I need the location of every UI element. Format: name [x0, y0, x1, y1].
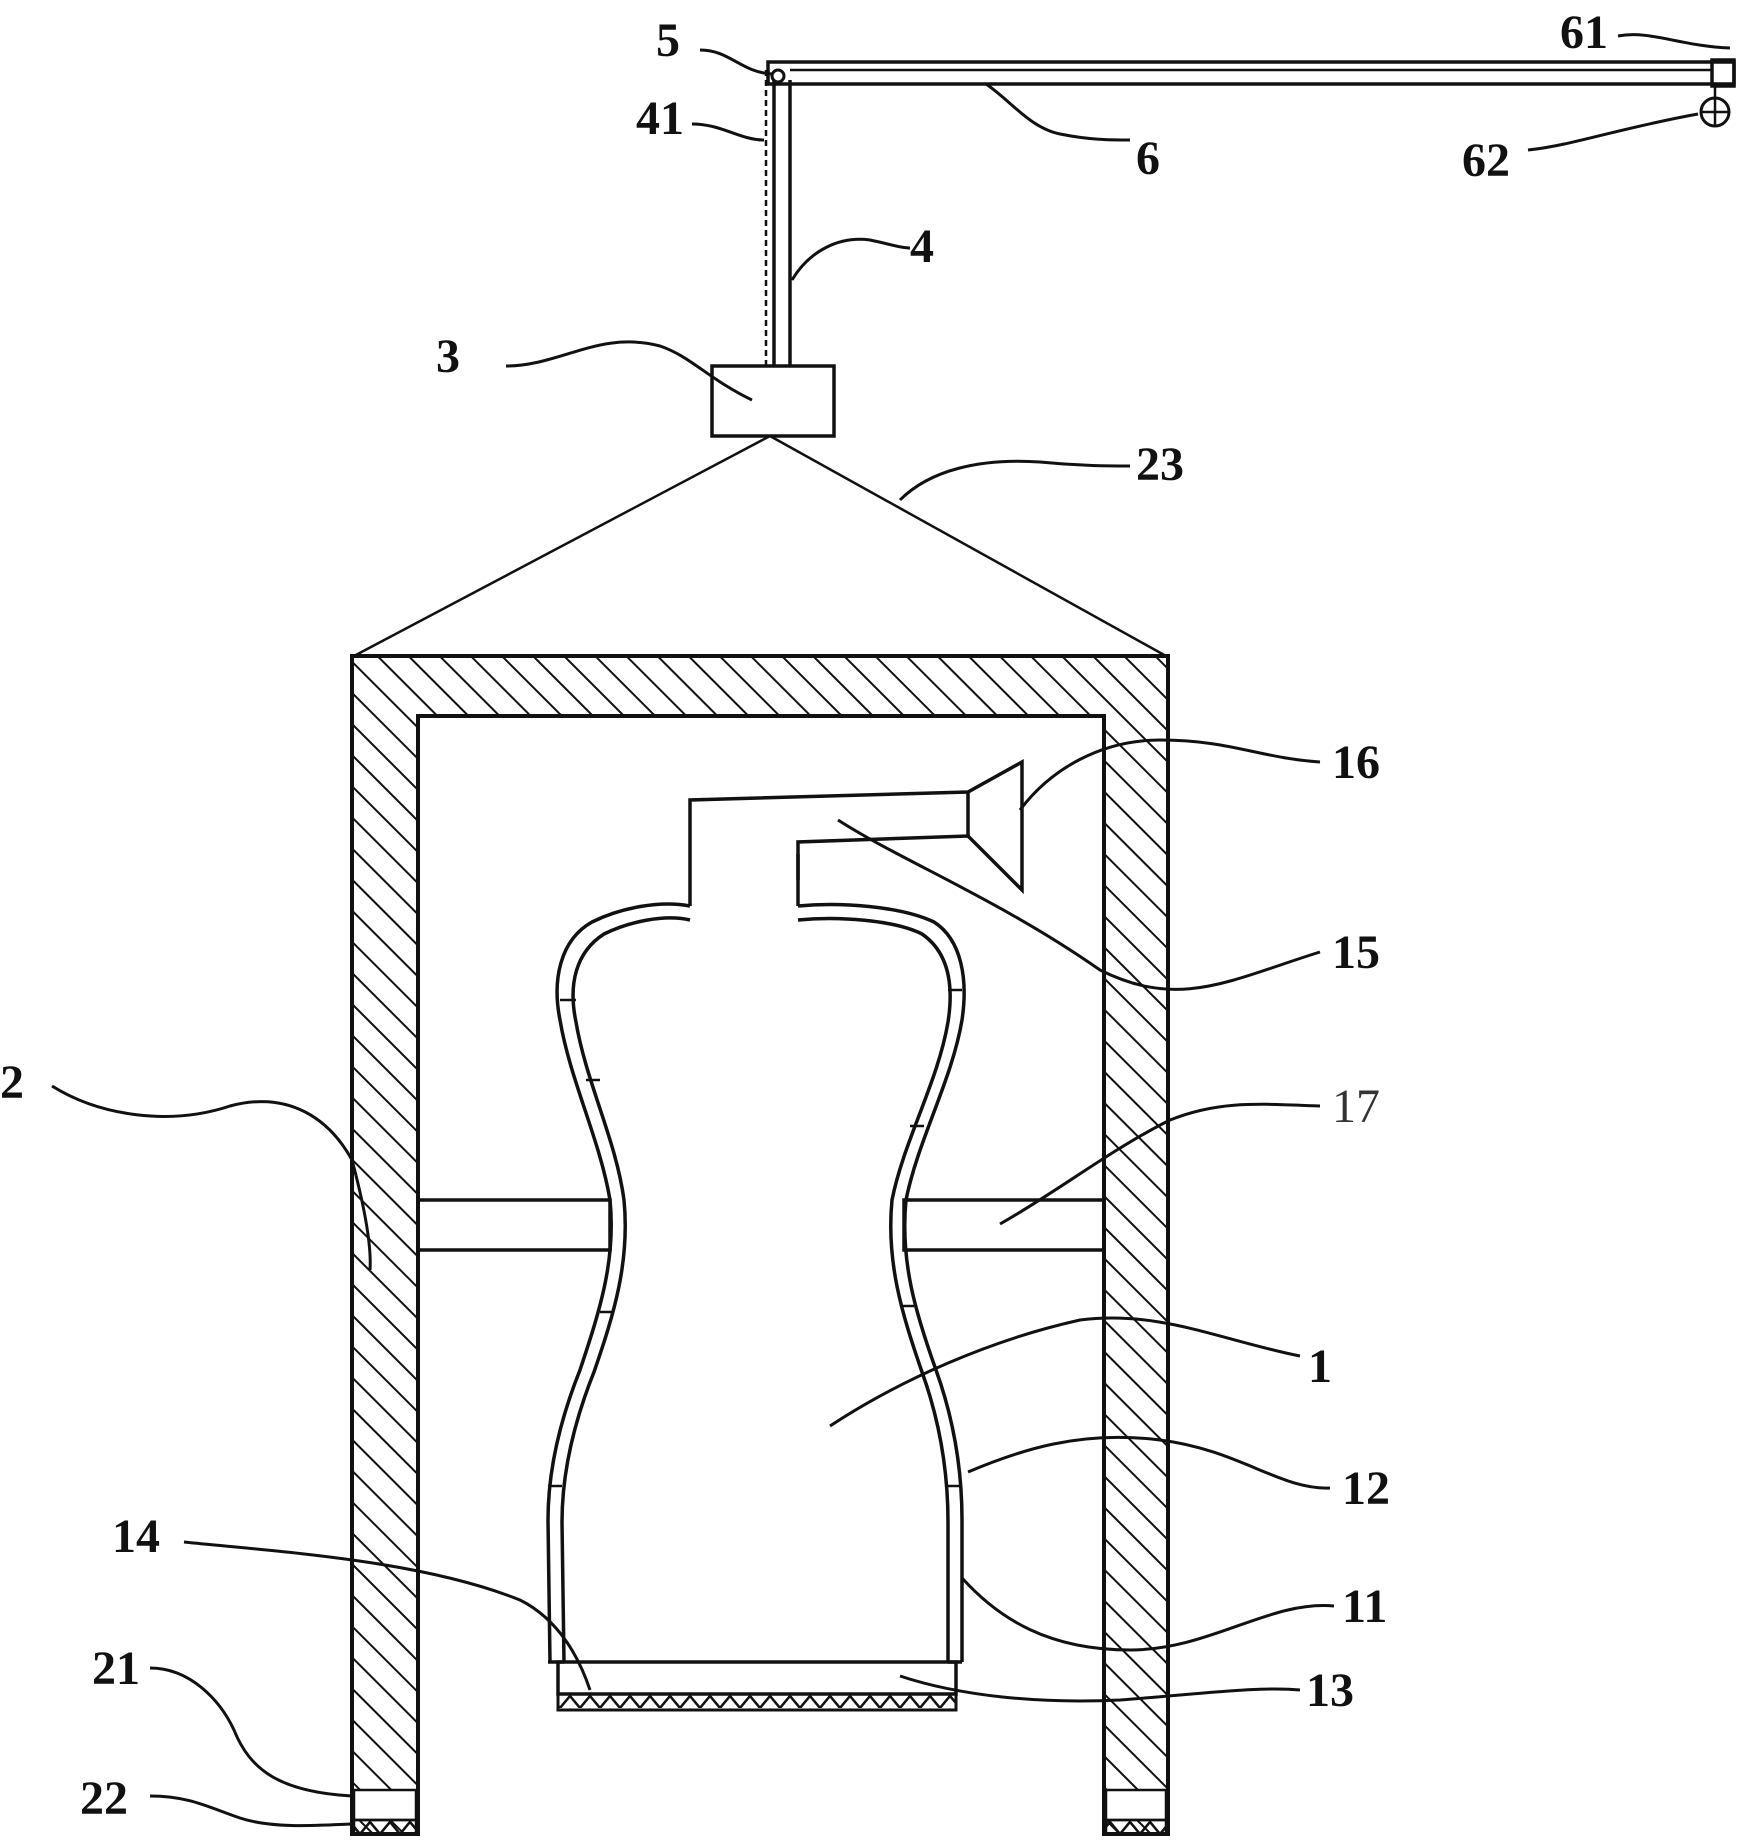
- leader-2: [51, 1084, 372, 1271]
- frame-body: [350, 654, 1170, 1836]
- leader-16: [1018, 738, 1321, 811]
- leader-11: [960, 1576, 1335, 1652]
- left-brace: [416, 1198, 612, 1252]
- leader-13: [899, 1674, 1301, 1703]
- leader-4: [790, 237, 911, 281]
- label-2: 2: [0, 1056, 24, 1109]
- leader-6: [985, 82, 1131, 142]
- mould-left-inner: [560, 916, 691, 1663]
- right-foot-pad: [1104, 1788, 1168, 1822]
- cable-right: [769, 434, 1167, 658]
- leader-3: [505, 340, 753, 402]
- label-17: 17: [1332, 1080, 1380, 1133]
- label-16: 16: [1332, 736, 1380, 789]
- label-3: 3: [436, 330, 460, 383]
- left-foot-teeth: [352, 1818, 418, 1836]
- label-21: 21: [92, 1642, 140, 1695]
- pulley: [770, 68, 786, 84]
- leader-22: [149, 1794, 353, 1828]
- leader-21: [149, 1666, 353, 1798]
- label-23: 23: [1136, 438, 1184, 491]
- mould-right-outer: [797, 902, 966, 1662]
- label-61: 61: [1560, 6, 1608, 59]
- leader-12: [967, 1435, 1331, 1490]
- label-12: 12: [1342, 1462, 1390, 1515]
- leader-15: [837, 818, 1321, 991]
- mould-right-inner: [797, 916, 952, 1662]
- right-foot-teeth: [1104, 1818, 1168, 1836]
- label-1: 1: [1308, 1340, 1332, 1393]
- label-4: 4: [910, 220, 934, 273]
- leader-23: [898, 459, 1131, 502]
- label-6: 6: [1136, 132, 1160, 185]
- leader-14: [183, 1540, 592, 1691]
- horizontal-boom: [766, 60, 1736, 86]
- base-teeth: [556, 1692, 958, 1712]
- leader-17: [999, 1102, 1321, 1226]
- leader-62: [1527, 112, 1699, 152]
- left-foot-pad: [352, 1788, 418, 1822]
- label-14: 14: [112, 1510, 160, 1563]
- label-13: 13: [1306, 1664, 1354, 1717]
- label-62: 62: [1462, 134, 1510, 187]
- label-41: 41: [636, 92, 684, 145]
- leader-41: [691, 122, 765, 142]
- leader-1: [829, 1316, 1301, 1428]
- cable-left: [353, 434, 771, 658]
- hook-block: [710, 364, 836, 438]
- mould-left-outer: [546, 902, 691, 1663]
- boom-end-block: [1710, 58, 1736, 88]
- leader-61: [1617, 33, 1731, 50]
- right-brace: [902, 1198, 1106, 1252]
- label-22: 22: [80, 1772, 128, 1825]
- base-plate: [556, 1660, 958, 1696]
- label-11: 11: [1342, 1580, 1387, 1633]
- leader-5: [699, 48, 773, 76]
- label-15: 15: [1332, 926, 1380, 979]
- mould-neck-left: [688, 759, 1024, 906]
- label-5: 5: [656, 14, 680, 67]
